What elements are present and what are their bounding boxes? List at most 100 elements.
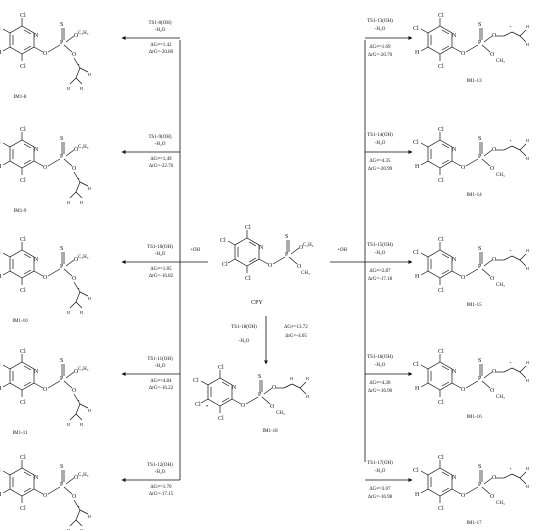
chlorine-atom: Cl [438, 506, 444, 512]
methyl-group: CH₃ [276, 411, 285, 416]
intermediate-left: ClClHClNOPSOOHHH•C₂H₅ [0, 13, 91, 91]
oxygen-atom: O [72, 276, 77, 282]
hydrogen-atom: H [88, 186, 91, 191]
chlorine-atom: Cl [222, 262, 228, 268]
sulfur-atom: S [478, 136, 481, 142]
water-loss-label: -H₂O [239, 339, 250, 344]
phosphorus-atom: P [60, 40, 64, 46]
phosphorus-atom: P [258, 392, 262, 398]
chlorine-atom: Cl [438, 127, 444, 133]
ch-bond [519, 471, 527, 479]
oxygen-atom: O [490, 166, 495, 172]
hydrogen-atom: H [415, 50, 420, 56]
ts-label: TS1-10(OH) [147, 245, 173, 250]
oxygen-atom: O [72, 388, 77, 394]
ethyl-bond [73, 499, 81, 511]
ts-label: TS1-18(OH) [231, 325, 257, 330]
sulfur-atom: S [478, 464, 481, 470]
hydrogen-atom: H [80, 310, 83, 315]
ts-label: TS1-13(OH) [367, 19, 393, 24]
oxygen-atom: O [74, 33, 79, 39]
sulfur-atom: S [60, 246, 63, 252]
chlorine-atom: Cl [20, 13, 26, 19]
sulfur-atom: S [285, 234, 288, 240]
reaction-energy-label: ΔrG=-20.99 [368, 167, 393, 172]
water-loss-label: -H₂O [155, 364, 166, 369]
sulfur-atom: S [60, 464, 63, 470]
hydrogen-atom: H [0, 492, 2, 498]
hydrogen-atom: H [526, 138, 529, 143]
chlorine-atom: Cl [218, 416, 224, 422]
intermediate-label: IM1-14 [466, 193, 482, 198]
ts-label: TS1-15(OH) [367, 243, 393, 248]
hydrogen-atom: H [0, 274, 2, 280]
ch-bond [69, 191, 77, 199]
ch-bond [519, 259, 527, 267]
methyl-group: CH₃ [496, 59, 505, 64]
ethyl-bond [283, 383, 293, 389]
chlorine-atom: Cl [20, 288, 26, 294]
hydrogen-atom: H [80, 528, 83, 530]
ethyl-bond [503, 31, 513, 37]
molecule-core [2, 354, 75, 397]
hydrogen-atom: H [526, 466, 529, 471]
ethyl-bond [511, 145, 521, 151]
ch-bond [75, 519, 83, 527]
nitrogen-atom: N [34, 147, 39, 153]
hydrogen-atom: H [80, 86, 83, 91]
nitrogen-atom: N [34, 369, 39, 375]
ch-bond [79, 291, 89, 297]
ch-bond [519, 253, 527, 261]
ethyl-group: C₂H₅ [78, 367, 89, 372]
chlorine-atom: Cl [218, 365, 224, 371]
hydrogen-atom: H [0, 386, 2, 392]
oxygen-atom: O [74, 369, 79, 375]
hydrogen-atom: H [67, 310, 70, 315]
ch-bond [519, 35, 527, 43]
oxygen-atom: O [43, 165, 48, 171]
activation-energy-label: ΔG≠=4.84 [150, 379, 172, 384]
ethyl-bond [73, 281, 81, 293]
hydrogen-atom: H [526, 156, 529, 161]
chlorine-atom: Cl [438, 400, 444, 406]
hydrogen-atom: H [290, 376, 293, 381]
water-loss-label: -H₂O [375, 251, 386, 256]
ch-bond [79, 181, 89, 187]
chlorine-atom: Cl [438, 237, 444, 243]
activation-energy-label: ΔG≠=1.70 [150, 485, 172, 490]
phosphorus-atom: P [478, 154, 482, 160]
oxygen-atom: O [492, 257, 497, 263]
molecule-core [2, 460, 75, 503]
phosphorus-atom: P [60, 482, 64, 488]
nitrogen-atom: N [34, 33, 39, 39]
phosphorus-atom: P [478, 482, 482, 488]
hydrogen-atom: H [80, 422, 83, 427]
radical-dot: • [510, 138, 512, 143]
hydrogen-atom: H [88, 514, 91, 519]
ethyl-group: C₂H₅ [303, 243, 314, 248]
oxygen-atom: O [492, 475, 497, 481]
chlorine-atom: Cl [413, 362, 419, 368]
ch-bond [75, 301, 83, 309]
ch-bond [519, 29, 527, 37]
chlorine-atom: Cl [0, 362, 1, 368]
chlorine-atom: Cl [20, 64, 26, 70]
oxygen-atom: O [72, 52, 77, 58]
oh-right-label: +OH [337, 248, 347, 253]
oh-left-label: +OH [190, 248, 200, 253]
molecule-core [2, 242, 75, 285]
oxygen-atom: O [297, 264, 302, 270]
hydrogen-atom: H [306, 394, 309, 399]
hydrogen-atom: H [67, 528, 70, 530]
oxygen-atom: O [272, 385, 277, 391]
ch-bond [299, 387, 307, 395]
intermediate-label: IM1-18 [262, 429, 278, 434]
hydrogen-atom: H [526, 378, 529, 383]
ethyl-bond [75, 509, 81, 521]
ch-bond [69, 301, 77, 309]
intermediate-left: ClClHClNOPSOOHHH•C₂H₅ [0, 237, 91, 315]
oxygen-atom: O [461, 165, 466, 171]
